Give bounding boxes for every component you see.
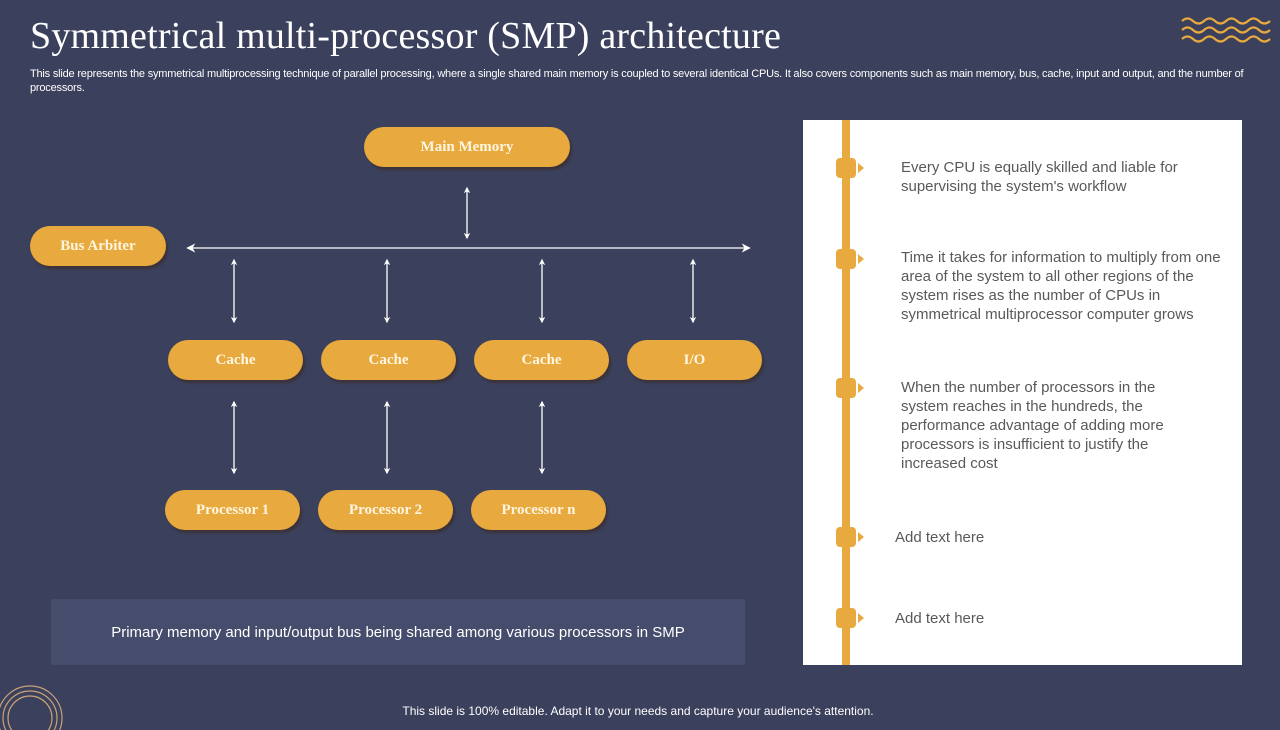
page-title: Symmetrical multi-processor (SMP) archit… [30, 15, 782, 57]
io-node: I/O [627, 340, 762, 380]
cache-node: Cache [168, 340, 303, 380]
page-subtitle: This slide represents the symmetrical mu… [30, 68, 1244, 94]
waves-decoration-icon [1181, 17, 1271, 43]
timeline-panel: Every CPU is equally skilled and liable … [803, 120, 1242, 665]
timeline-item: Add text here [895, 610, 985, 627]
main-memory-node: Main Memory [364, 127, 570, 167]
timeline-item: Every CPU is equally skilled and liable … [901, 159, 1178, 195]
bus-connectors [186, 186, 751, 475]
timeline-marker-icon [836, 608, 864, 628]
footer-text: This slide is 100% editable. Adapt it to… [402, 704, 874, 718]
concentric-circles-decoration-icon [0, 685, 63, 730]
processor-node: Processor n [471, 490, 606, 530]
timeline-marker-icon [836, 378, 864, 398]
cache-node: Cache [474, 340, 609, 380]
timeline-marker-icon [836, 527, 864, 547]
timeline-item: Add text here [895, 529, 985, 546]
processor-node: Processor 2 [318, 490, 453, 530]
processor-node: Processor 1 [165, 490, 300, 530]
bus-arbiter-node: Bus Arbiter [30, 226, 166, 266]
cache-node: Cache [321, 340, 456, 380]
timeline-item: When the number of processors in the sys… [901, 379, 1164, 472]
timeline-item: Time it takes for information to multipl… [901, 249, 1221, 323]
shared-bus-note: Primary memory and input/output bus bein… [51, 599, 745, 665]
timeline-marker-icon [836, 249, 864, 269]
timeline-marker-icon [836, 158, 864, 178]
